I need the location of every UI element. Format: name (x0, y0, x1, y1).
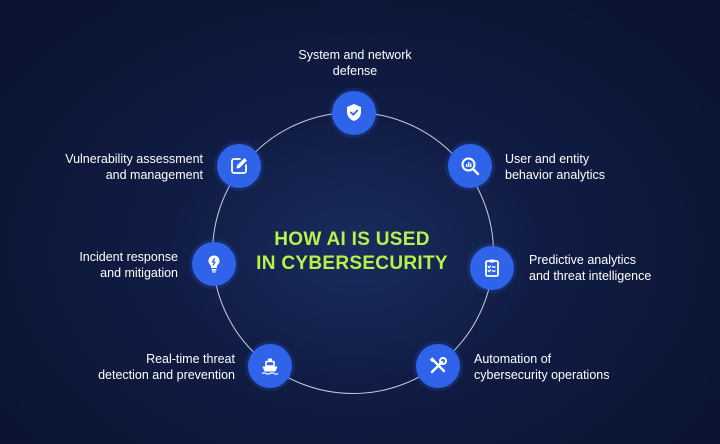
wrench-screwdriver-icon (429, 357, 447, 374)
label-line: and management (105, 168, 203, 182)
label-line: Incident response (79, 250, 178, 264)
node-incident-response (192, 242, 236, 286)
label-vulnerability-assessment: Vulnerability assessment and management (20, 151, 203, 183)
node-vulnerability-assessment (217, 144, 261, 188)
node-realtime-threat-detection (248, 344, 292, 388)
magnifier-chart-icon (461, 157, 480, 176)
label-line: behavior analytics (505, 168, 606, 182)
label-line: and threat intelligence (529, 269, 652, 283)
label-line: detection and prevention (98, 368, 235, 382)
label-realtime-threat-detection: Real-time threat detection and preventio… (40, 351, 235, 383)
clipboard-checklist-icon (485, 259, 499, 277)
label-line: Predictive analytics (529, 253, 636, 267)
label-line: cybersecurity operations (474, 368, 610, 382)
label-line: and mitigation (100, 266, 178, 280)
lightbulb-icon (208, 255, 220, 273)
label-line: defense (332, 64, 378, 78)
diagram-title-line-1: HOW AI IS USED (274, 229, 430, 250)
node-automation-operations (416, 344, 460, 388)
ship-icon (261, 358, 279, 375)
label-line: Real-time threat (146, 352, 235, 366)
label-line: User and entity (505, 152, 590, 166)
label-line: Automation of (474, 352, 552, 366)
label-user-entity-behavior-analytics: User and entity behavior analytics (505, 151, 605, 183)
diagram-title-line-2: IN CYBERSECURITY (256, 253, 448, 274)
label-system-network-defense: System and network defense (260, 47, 450, 79)
label-predictive-analytics: Predictive analytics and threat intellig… (529, 252, 651, 284)
node-predictive-analytics (470, 246, 514, 290)
label-incident-response: Incident response and mitigation (30, 249, 178, 281)
label-line: Vulnerability assessment (65, 152, 203, 166)
label-line: System and network (298, 48, 412, 62)
shield-check-icon (347, 104, 361, 121)
label-automation-operations: Automation of cybersecurity operations (474, 351, 609, 383)
edit-icon (231, 158, 247, 174)
node-user-entity-behavior-analytics (448, 144, 492, 188)
node-system-network-defense (332, 91, 376, 135)
